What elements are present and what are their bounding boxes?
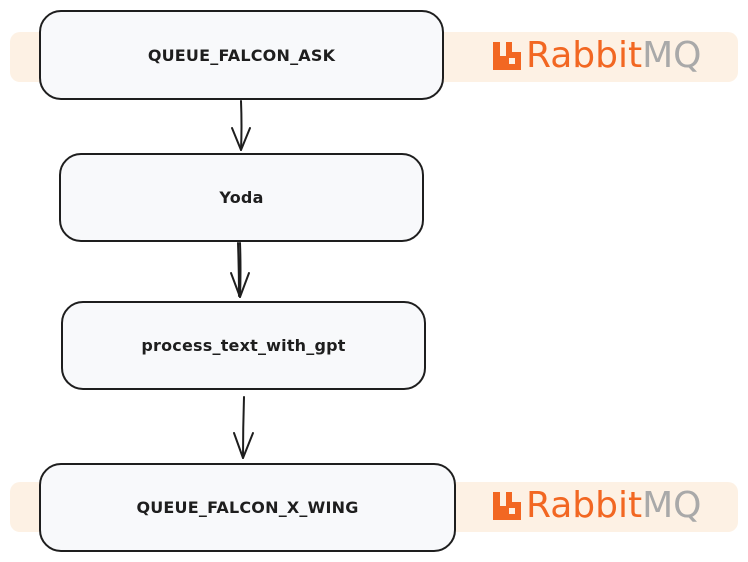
node-label: Yoda [219,188,264,207]
node-yoda[interactable]: Yoda [59,153,424,242]
arrow-down-icon [233,396,254,459]
logo-word-mq: MQ [642,485,702,526]
node-label: process_text_with_gpt [141,336,346,355]
rabbitmq-logo-icon [493,492,521,520]
logo-word-rabbit: Rabbit [526,35,643,76]
node-process-text-with-gpt[interactable]: process_text_with_gpt [61,301,426,390]
logo-word-mq: MQ [642,35,702,76]
arrow-down-icon [231,100,251,151]
rabbitmq-logo-icon [493,42,521,70]
arrow-down-icon [230,242,250,298]
node-queue-falcon-ask[interactable]: QUEUE_FALCON_ASK [39,10,444,100]
node-queue-falcon-x-wing[interactable]: QUEUE_FALCON_X_WING [39,463,456,552]
node-label: QUEUE_FALCON_ASK [147,45,336,65]
node-label: QUEUE_FALCON_X_WING [136,498,359,517]
logo-word-rabbit: Rabbit [526,485,643,526]
